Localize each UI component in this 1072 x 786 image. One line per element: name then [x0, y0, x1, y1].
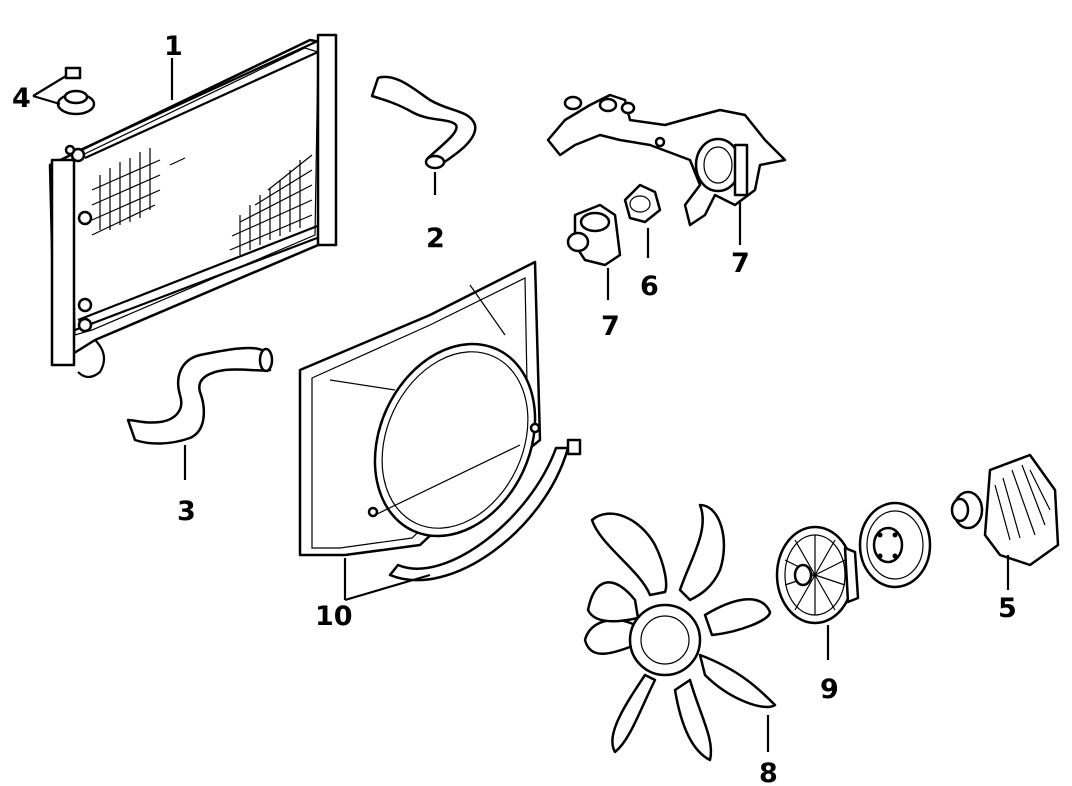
- upper-hose: [370, 75, 477, 195]
- pulley: [858, 501, 932, 589]
- callout-5: 5: [998, 593, 1017, 624]
- fan-clutch: [775, 525, 860, 660]
- callout-10: 10: [315, 601, 353, 632]
- callout-9: 9: [820, 674, 839, 705]
- radiator-cap: [32, 66, 96, 116]
- water-outlet: [546, 93, 787, 245]
- callout-1: 1: [164, 31, 183, 62]
- fan-shroud: [298, 260, 582, 602]
- thermostat: [623, 183, 662, 258]
- thermostat-housing: [566, 203, 622, 300]
- callout-7-outlet: 7: [731, 248, 750, 279]
- callout-6: 6: [640, 271, 659, 302]
- water-pump: [950, 453, 1060, 590]
- callout-2: 2: [426, 223, 445, 254]
- callout-7-housing: 7: [601, 311, 620, 342]
- callout-8: 8: [759, 758, 778, 786]
- fan-blade: [583, 503, 777, 762]
- callout-4: 4: [12, 83, 31, 114]
- radiator: [48, 33, 338, 379]
- callout-3: 3: [177, 496, 196, 527]
- lower-hose: [126, 346, 274, 480]
